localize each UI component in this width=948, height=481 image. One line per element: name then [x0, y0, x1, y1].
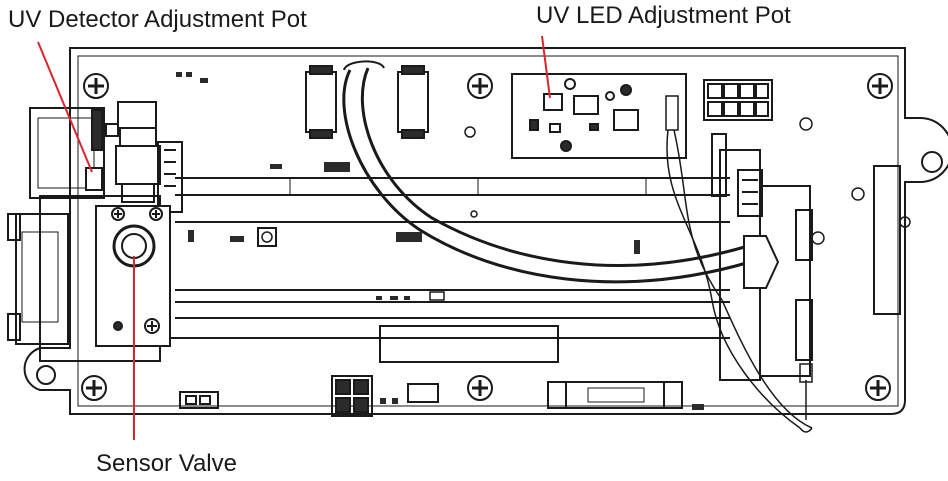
callout-uv-led-adjustment-pot: UV LED Adjustment Pot — [536, 2, 791, 29]
screw-top-left — [83, 73, 109, 99]
screw-bottom-left — [81, 375, 107, 401]
callout-sensor-valve: Sensor Valve — [96, 450, 237, 477]
screw-bottom-right — [865, 375, 891, 401]
screw-top-mid — [467, 73, 493, 99]
bottom-connectors — [179, 375, 683, 417]
screw-top-right — [867, 73, 893, 99]
leader-uv-led — [541, 35, 551, 99]
chassis-plate — [23, 47, 948, 415]
screw-bottom-mid — [467, 375, 493, 401]
twisted-wires — [666, 129, 813, 433]
tube-fittings-left — [105, 101, 183, 213]
label-rect — [379, 325, 559, 363]
leader-uv-detector — [37, 41, 93, 173]
callout-uv-detector-adjustment-pot: UV Detector Adjustment Pot — [8, 6, 307, 33]
uv-led-pot — [543, 93, 563, 111]
cable — [342, 69, 751, 284]
smd-components — [176, 72, 704, 410]
uv-detector-pot — [85, 167, 103, 191]
right-slot — [873, 165, 901, 315]
callout-leaders — [37, 35, 551, 440]
top-fittings — [305, 65, 429, 139]
connector-8pin — [703, 79, 773, 121]
sensor-tube — [160, 177, 730, 339]
tab-hole-left — [36, 365, 56, 385]
uv-lamp-housing — [711, 133, 813, 381]
corner-screws — [81, 73, 893, 401]
uv-led-board — [511, 73, 687, 159]
tab-hole-right — [921, 151, 943, 173]
